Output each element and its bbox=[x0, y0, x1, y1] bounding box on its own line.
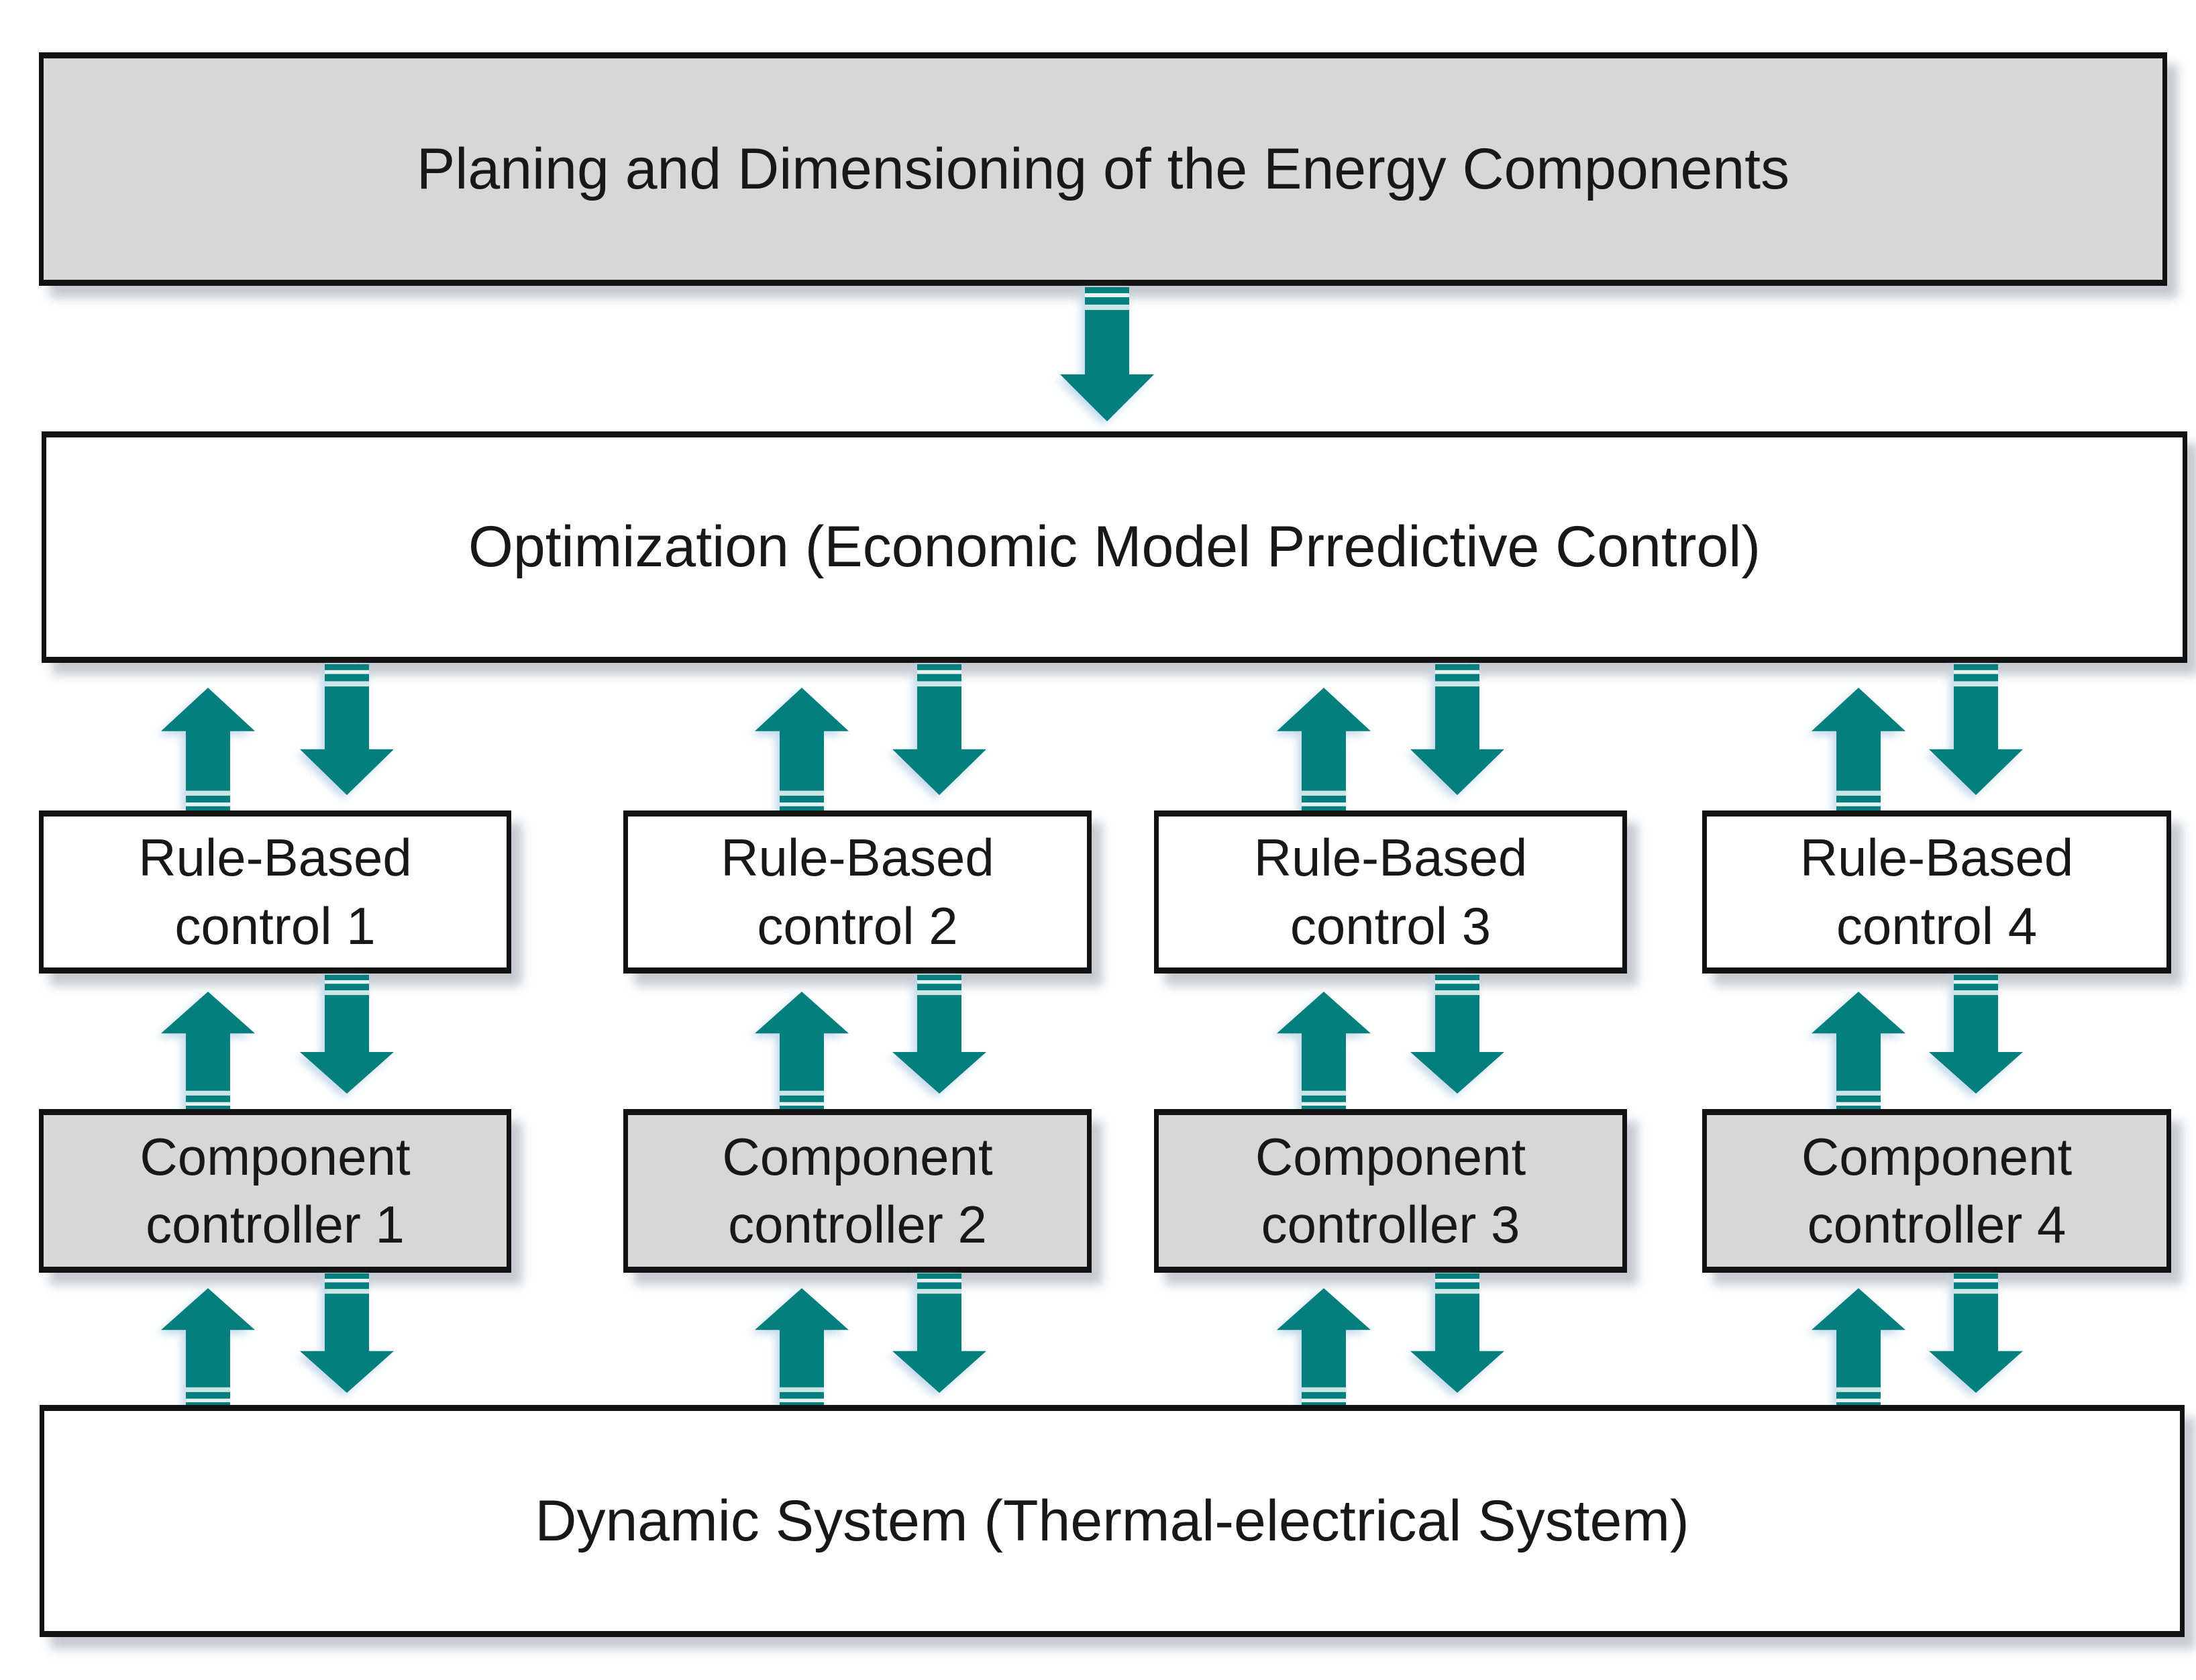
arrow-down-icon bbox=[1410, 975, 1504, 1094]
component-controller-2-label: Component controller 2 bbox=[722, 1126, 993, 1254]
optimization-box: Optimization (Economic Model Prredictive… bbox=[42, 431, 2187, 663]
rule-based-control-2-label: Rule-Based control 2 bbox=[721, 828, 994, 955]
rule-based-control-2-box: Rule-Based control 2 bbox=[623, 810, 1092, 974]
arrow-up-icon bbox=[1277, 688, 1371, 812]
arrow-down-icon bbox=[892, 664, 986, 795]
arrow-down-icon bbox=[1929, 664, 2023, 795]
arrow-down-icon bbox=[1929, 975, 2023, 1094]
arrow-up-icon bbox=[161, 688, 255, 812]
arrow-up-icon bbox=[1812, 992, 1905, 1111]
rule-based-control-1-box: Rule-Based control 1 bbox=[39, 810, 511, 974]
rule-based-control-4-label: Rule-Based control 4 bbox=[1799, 828, 2074, 955]
arrow-down-icon bbox=[1410, 1273, 1504, 1393]
arrow-up-icon bbox=[755, 992, 849, 1111]
arrow-up-icon bbox=[755, 688, 849, 812]
rule-based-control-1-label: Rule-Based control 1 bbox=[138, 828, 412, 955]
arrow-down-icon bbox=[892, 975, 986, 1094]
rule-based-control-3-label: Rule-Based control 3 bbox=[1253, 828, 1528, 955]
arrow-up-icon bbox=[755, 1288, 849, 1408]
component-controller-3-box: Component controller 3 bbox=[1154, 1109, 1627, 1273]
arrow-up-icon bbox=[1812, 688, 1905, 812]
arrow-down-icon bbox=[1060, 287, 1154, 421]
arrow-down-icon bbox=[1929, 1273, 2023, 1393]
arrow-down-icon bbox=[1410, 664, 1504, 795]
arrow-down-icon bbox=[300, 664, 394, 795]
component-controller-2-box: Component controller 2 bbox=[623, 1109, 1092, 1273]
arrow-up-icon bbox=[161, 1288, 255, 1408]
dynamic-system-box: Dynamic System (Thermal-electrical Syste… bbox=[40, 1405, 2185, 1637]
arrow-down-icon bbox=[300, 975, 394, 1094]
optimization-box-label: Optimization (Economic Model Prredictive… bbox=[468, 515, 1761, 579]
arrow-up-icon bbox=[161, 992, 255, 1111]
planning-box: Planing and Dimensioning of the Energy C… bbox=[39, 52, 2167, 286]
rule-based-control-3-box: Rule-Based control 3 bbox=[1154, 810, 1627, 974]
component-controller-1-label: Component controller 1 bbox=[140, 1126, 411, 1254]
component-controller-4-box: Component controller 4 bbox=[1702, 1109, 2171, 1273]
arrow-down-icon bbox=[300, 1273, 394, 1393]
arrow-up-icon bbox=[1277, 1288, 1371, 1408]
component-controller-4-label: Component controller 4 bbox=[1801, 1126, 2073, 1254]
arrow-up-icon bbox=[1812, 1288, 1905, 1408]
component-controller-3-label: Component controller 3 bbox=[1255, 1126, 1526, 1254]
arrow-up-icon bbox=[1277, 992, 1371, 1111]
arrow-down-icon bbox=[892, 1273, 986, 1393]
dynamic-system-box-label: Dynamic System (Thermal-electrical Syste… bbox=[535, 1488, 1689, 1553]
component-controller-1-box: Component controller 1 bbox=[39, 1109, 511, 1273]
rule-based-control-4-box: Rule-Based control 4 bbox=[1702, 810, 2171, 974]
planning-box-label: Planing and Dimensioning of the Energy C… bbox=[416, 136, 1790, 201]
